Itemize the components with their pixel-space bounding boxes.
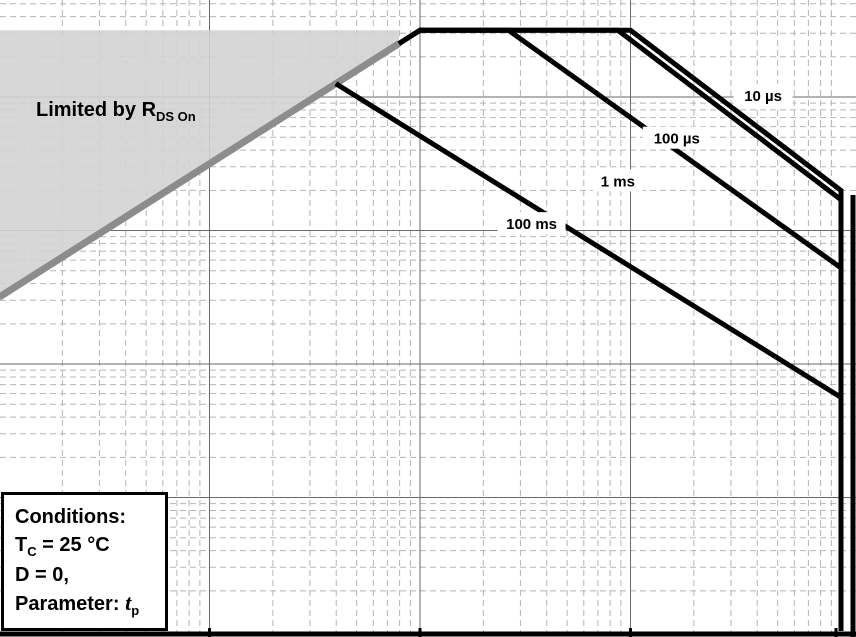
conditions-duty: D = 0, (15, 564, 69, 586)
soa-label-bg-1 (642, 126, 711, 149)
soa-label-bg-3 (497, 212, 566, 235)
conditions-parameter-main: Parameter: (15, 593, 126, 615)
soa-label-2: 1 ms (601, 173, 635, 190)
soa-label-bg-2 (592, 169, 643, 192)
rds-limit-label-sub: DS On (156, 109, 196, 124)
conditions-parameter-italic: t (125, 590, 132, 615)
soa-line-0 (397, 27, 844, 631)
conditions-title: Conditions: (15, 506, 127, 528)
conditions-tc-sub: C (27, 544, 37, 559)
conditions-tc-main: T (15, 534, 28, 556)
soa-series (334, 27, 844, 631)
soa-label-3: 100 ms (506, 216, 557, 233)
soa-line-2 (397, 27, 843, 270)
conditions-box: Conditions: TC = 25 °C D = 0, Parameter:… (1, 492, 168, 631)
soa-line-3 (334, 81, 843, 400)
conditions-parameter: Parameter: tp (15, 589, 165, 620)
soa-label-0: 10 µs (744, 88, 782, 105)
rds-limit-label-main: Limited by R (36, 99, 157, 121)
rds-limit-label: Limited by RDS On (36, 99, 196, 124)
soa-label-bg-0 (733, 84, 793, 106)
rds-limit-region (0, 30, 401, 301)
plot-frame (0, 195, 856, 637)
conditions-tc: TC = 25 °C (15, 531, 165, 561)
conditions-parameter-sub: p (131, 603, 140, 618)
soa-label-1: 100 µs (654, 131, 700, 148)
conditions-tc-value: = 25 °C (36, 534, 110, 556)
series-labels: 10 µs 100 µs 1 ms 100 ms (497, 84, 793, 235)
